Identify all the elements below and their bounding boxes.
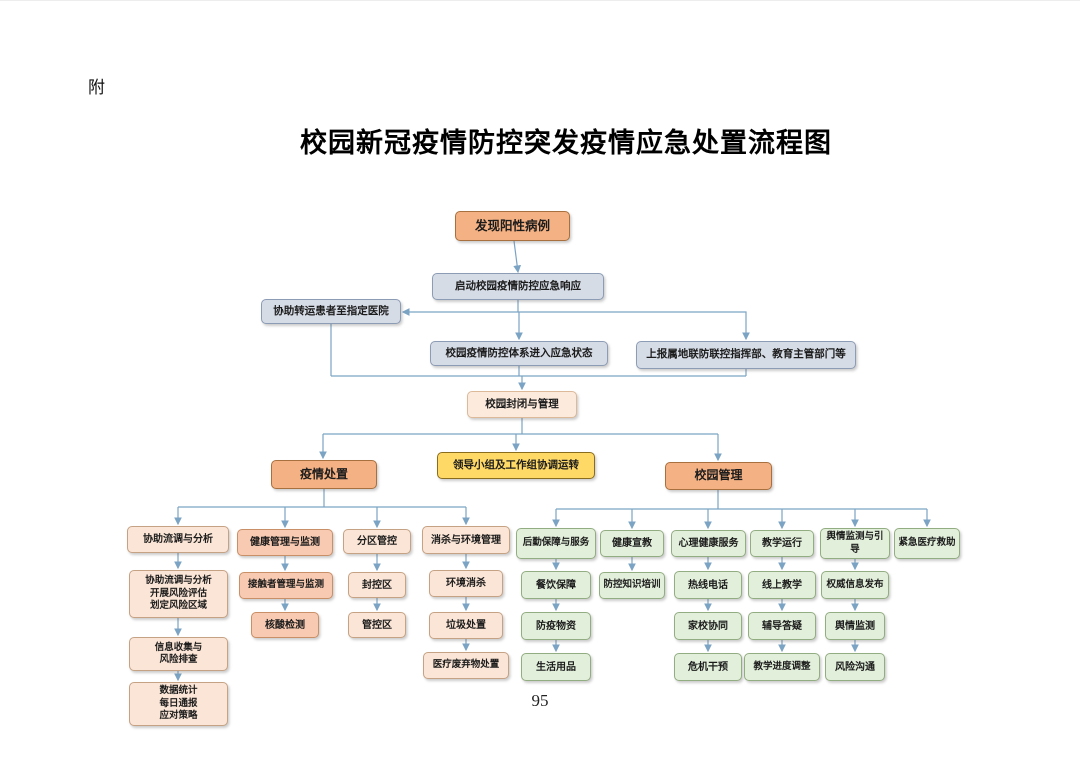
node-transfer-patient: 协助转运患者至指定医院 [261,299,401,324]
node-logistics-head: 后勤保障与服务 [516,528,596,559]
node-mental-health-head: 心理健康服务 [671,530,746,557]
node-prevention-training: 防控知识培训 [599,572,665,599]
node-zone-control-head: 分区管控 [343,529,411,554]
node-investigation-tasks: 协助流调与分析 开展风险评估 划定风险区域 [129,570,228,618]
node-epidemic-supplies: 防疫物资 [521,612,591,640]
node-activate-emergency-response: 启动校园疫情防控应急响应 [432,273,604,300]
node-tutoring-qa: 辅导答疑 [748,612,816,640]
node-opinion-monitoring: 舆情监测 [825,612,885,640]
node-authoritative-info-release: 权威信息发布 [821,571,889,599]
node-positive-case-found: 发现阳性病例 [455,211,570,241]
node-crisis-intervention: 危机干预 [674,653,742,681]
node-campus-closure: 校园封闭与管理 [467,391,577,418]
node-campus-management: 校园管理 [665,462,772,490]
node-leadership-group: 领导小组及工作组协调运转 [437,452,595,479]
node-data-statistics: 数据统计 每日通报 应对策略 [129,682,228,726]
node-disinfection-head: 消杀与环境管理 [422,526,510,554]
node-online-teaching: 线上教学 [748,571,816,599]
node-sealed-zone: 封控区 [348,572,406,598]
node-pcr-testing: 核酸检测 [251,612,319,638]
node-system-emergency-state: 校园疫情防控体系进入应急状态 [430,341,608,366]
node-home-school-cooperation: 家校协同 [674,612,742,640]
node-garbage-disposal: 垃圾处置 [429,612,503,639]
node-public-opinion-head: 舆情监测与引导 [820,528,890,559]
node-catering-support: 餐饮保障 [521,571,591,599]
node-hotline: 热线电话 [674,571,742,599]
node-health-management-head: 健康管理与监测 [237,529,333,556]
node-controlled-zone: 管控区 [348,612,406,638]
node-contact-monitoring: 接触者管理与监测 [239,572,333,599]
node-epidemic-disposal: 疫情处置 [271,460,377,489]
node-medical-waste: 医疗废弃物处置 [423,652,509,679]
node-emergency-medical-aid: 紧急医疗救助 [894,528,960,559]
node-info-collection: 信息收集与 风险排查 [129,637,228,671]
node-daily-necessities: 生活用品 [521,653,591,681]
appendix-label: 附 [88,78,105,97]
node-health-education-head: 健康宣教 [600,530,664,557]
page-number: 95 [531,691,549,710]
node-teaching-operation-head: 教学运行 [750,530,814,557]
node-risk-communication: 风险沟通 [825,653,885,681]
page-title: 校园新冠疫情防控突发疫情应急处置流程图 [300,128,832,158]
node-environment-disinfection: 环境消杀 [429,570,503,597]
node-flow-investigation-head: 协助流调与分析 [127,526,229,553]
node-report-authorities: 上报属地联防联控指挥部、教育主管部门等 [636,341,856,369]
node-schedule-adjustment: 教学进度调整 [744,653,820,681]
